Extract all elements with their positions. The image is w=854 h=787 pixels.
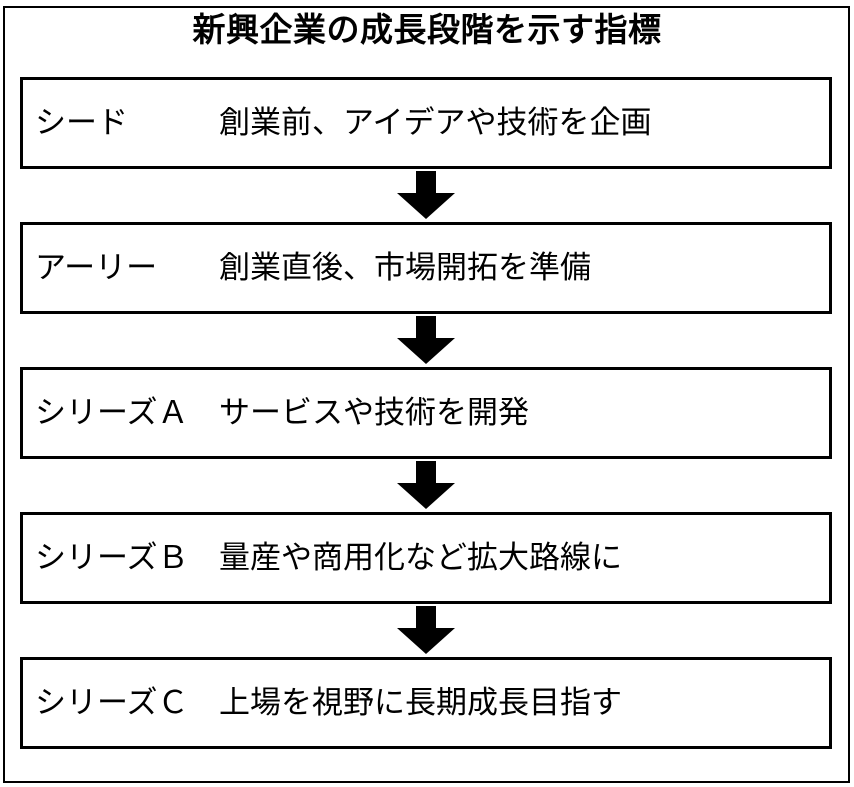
arrow-down-icon xyxy=(397,316,455,364)
stage-row: シリーズＣ 上場を視野に長期成長目指す xyxy=(20,657,832,749)
connector-1 xyxy=(20,169,832,222)
arrow-down-icon xyxy=(397,606,455,654)
stage-box-series-b: シリーズＢ 量産や商用化など拡大路線に xyxy=(20,512,832,604)
connector-4 xyxy=(20,604,832,657)
stage-box-seed: シード 創業前、アイデアや技術を企画 xyxy=(20,77,832,169)
stage-label: シード xyxy=(35,105,128,140)
page-title: 新興企業の成長段階を示す指標 xyxy=(192,11,662,48)
stage-description: 創業直後、市場開拓を準備 xyxy=(219,250,591,285)
stage-description: 創業前、アイデアや技術を企画 xyxy=(219,105,652,140)
connector-2 xyxy=(20,314,832,367)
connector-3 xyxy=(20,459,832,512)
stage-description: サービスや技術を開発 xyxy=(219,395,529,430)
stage-description: 上場を視野に長期成長目指す xyxy=(219,685,622,720)
stage-row: アーリー 創業直後、市場開拓を準備 xyxy=(20,222,832,314)
arrow-down-icon xyxy=(397,171,455,219)
stage-label: アーリー xyxy=(35,250,158,285)
stage-row: シリーズＢ 量産や商用化など拡大路線に xyxy=(20,512,832,604)
arrow-down-icon xyxy=(397,461,455,509)
stage-row: シード 創業前、アイデアや技術を企画 xyxy=(20,77,832,169)
stage-row: シリーズＡ サービスや技術を開発 xyxy=(20,367,832,459)
stage-label: シリーズＡ xyxy=(35,395,189,430)
stage-description: 量産や商用化など拡大路線に xyxy=(219,540,622,575)
stage-flow: シード 創業前、アイデアや技術を企画 アーリー 創業直後、市場開拓を準備 シリー xyxy=(20,77,832,749)
stage-label: シリーズＢ xyxy=(35,540,189,575)
stage-box-early: アーリー 創業直後、市場開拓を準備 xyxy=(20,222,832,314)
stage-box-series-a: シリーズＡ サービスや技術を開発 xyxy=(20,367,832,459)
stage-box-series-c: シリーズＣ 上場を視野に長期成長目指す xyxy=(20,657,832,749)
stage-label: シリーズＣ xyxy=(35,685,189,720)
